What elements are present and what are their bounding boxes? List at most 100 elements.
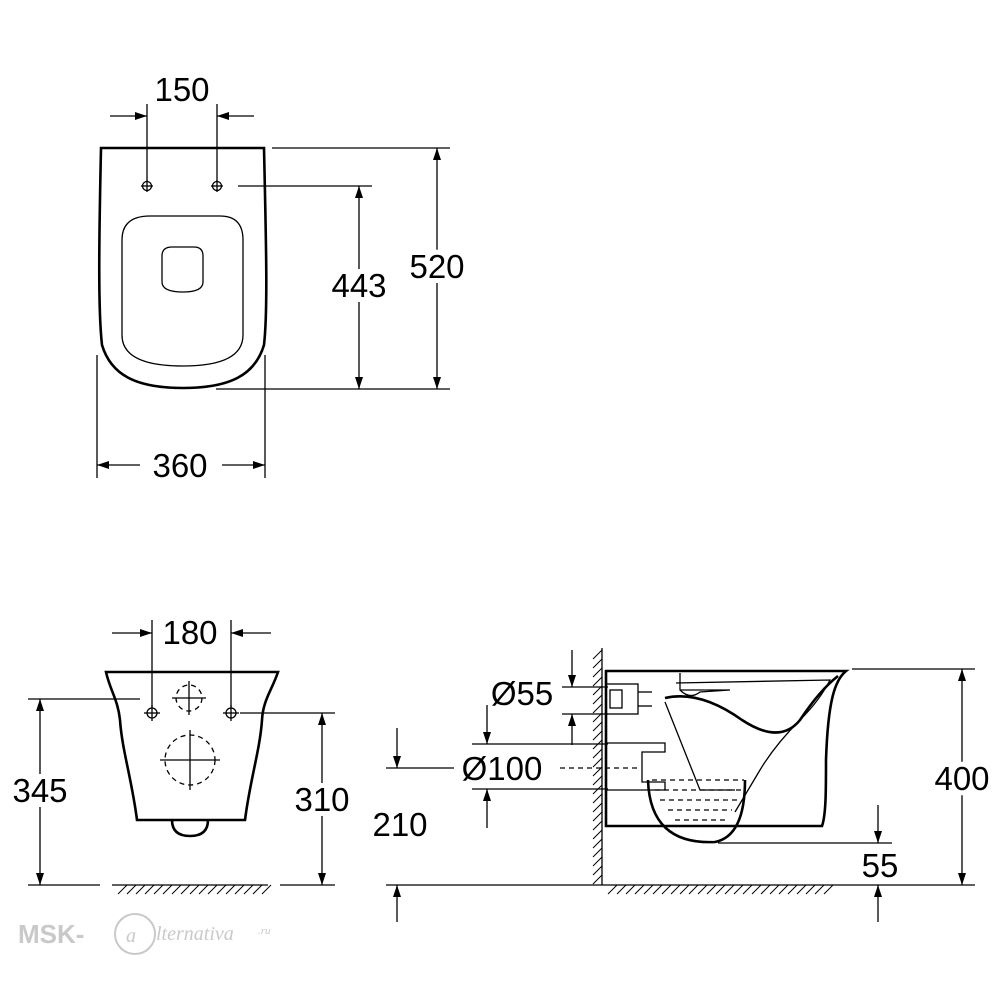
hatch-stroke — [742, 884, 753, 895]
side-view-water — [652, 779, 744, 821]
hatch-stroke — [592, 721, 603, 732]
back-view-bolt-left — [144, 705, 160, 721]
hatch-stroke — [198, 884, 209, 895]
hatch-stroke — [715, 884, 726, 895]
side-view-trap — [664, 674, 839, 734]
hatch-stroke — [661, 884, 672, 895]
watermark-circle-icon — [114, 913, 156, 955]
hatch-stroke — [126, 884, 137, 895]
dim-360: 360 — [152, 447, 207, 484]
back-view-inlet-hole — [172, 681, 206, 715]
hatch-stroke — [616, 884, 627, 895]
hatch-stroke — [814, 884, 825, 895]
hatch-stroke — [592, 667, 603, 678]
hatch-stroke — [592, 820, 603, 831]
hatch-stroke — [189, 884, 200, 895]
watermark-logo: MSK- a lternativa .ru — [18, 913, 271, 955]
dim-inlet-55: Ø55 — [491, 675, 553, 712]
hatch-stroke — [787, 884, 798, 895]
hatch-stroke — [261, 884, 272, 895]
hatch-stroke — [760, 884, 771, 895]
dim-310: 310 — [294, 781, 349, 818]
hatch-stroke — [679, 884, 690, 895]
hatch-stroke — [751, 884, 762, 895]
hatch-stroke — [225, 884, 236, 895]
dim-345: 345 — [12, 772, 67, 809]
hatch-stroke — [135, 884, 146, 895]
hatch-stroke — [144, 884, 155, 895]
side-view-rim — [679, 673, 731, 697]
hatch-stroke — [805, 884, 816, 895]
hatch-stroke — [252, 884, 263, 895]
dim-520: 520 — [409, 248, 464, 285]
top-view: 150 443 520 360 — [96, 71, 470, 484]
hatch-stroke — [162, 884, 173, 895]
top-view-drain — [161, 246, 204, 293]
side-view-bowl — [646, 779, 747, 844]
hatch-stroke — [171, 884, 182, 895]
back-view-bottom-bump — [170, 819, 210, 838]
hatch-stroke — [724, 884, 735, 895]
dim-210: 210 — [372, 806, 427, 843]
back-view-floor-hatch — [112, 884, 272, 895]
hatch-stroke — [778, 884, 789, 895]
hatch-stroke — [207, 884, 218, 895]
side-view-rim-top — [675, 679, 832, 813]
back-view-body-outline — [104, 670, 280, 822]
hatch-stroke — [216, 884, 227, 895]
hatch-stroke — [592, 811, 603, 822]
hatch-stroke — [688, 884, 699, 895]
back-view-bolt-right — [223, 705, 239, 721]
hatch-stroke — [592, 802, 603, 813]
dim-150: 150 — [154, 71, 209, 108]
hatch-stroke — [625, 884, 636, 895]
hatch-stroke — [592, 757, 603, 768]
hatch-stroke — [592, 676, 603, 687]
hatch-stroke — [592, 793, 603, 804]
side-view-body-outline — [604, 669, 850, 828]
hatch-stroke — [234, 884, 245, 895]
hatch-stroke — [607, 884, 618, 895]
top-view-bowl-outline — [97, 146, 268, 390]
svg-text:lternativa: lternativa — [156, 923, 234, 945]
svg-text:MSK-: MSK- — [18, 919, 84, 949]
hatch-stroke — [769, 884, 780, 895]
hatch-stroke — [592, 775, 603, 786]
side-view-floor — [602, 884, 834, 895]
hatch-stroke — [592, 865, 603, 876]
svg-text:a: a — [126, 925, 136, 947]
hatch-stroke — [243, 884, 254, 895]
dim-55-bowl: 55 — [862, 847, 899, 884]
hatch-stroke — [592, 694, 603, 705]
side-view-inlet-pipe — [605, 683, 652, 715]
side-view: Ø55 Ø100 210 400 55 — [372, 648, 995, 922]
dim-outlet-100: Ø100 — [462, 750, 543, 787]
hatch-stroke — [592, 703, 603, 714]
hatch-stroke — [643, 884, 654, 895]
hatch-stroke — [796, 884, 807, 895]
hatch-stroke — [706, 884, 717, 895]
side-view-outlet — [606, 742, 666, 791]
hatch-stroke — [180, 884, 191, 895]
svg-text:.ru: .ru — [258, 925, 271, 937]
hatch-stroke — [652, 884, 663, 895]
hatch-stroke — [592, 748, 603, 759]
hatch-stroke — [697, 884, 708, 895]
hatch-stroke — [823, 884, 834, 895]
side-view-wall — [592, 648, 603, 885]
hatch-stroke — [153, 884, 164, 895]
hatch-stroke — [592, 838, 603, 849]
side-view-trap-inner — [664, 701, 735, 791]
hatch-stroke — [592, 847, 603, 858]
dim-443: 443 — [331, 267, 386, 304]
back-view-outlet-hole — [160, 730, 220, 790]
dim-180: 180 — [162, 614, 217, 651]
hatch-stroke — [592, 874, 603, 885]
dim-400: 400 — [934, 760, 989, 797]
hatch-stroke — [117, 884, 128, 895]
hatch-stroke — [733, 884, 744, 895]
hatch-stroke — [634, 884, 645, 895]
hatch-stroke — [592, 658, 603, 669]
hatch-stroke — [592, 649, 603, 660]
